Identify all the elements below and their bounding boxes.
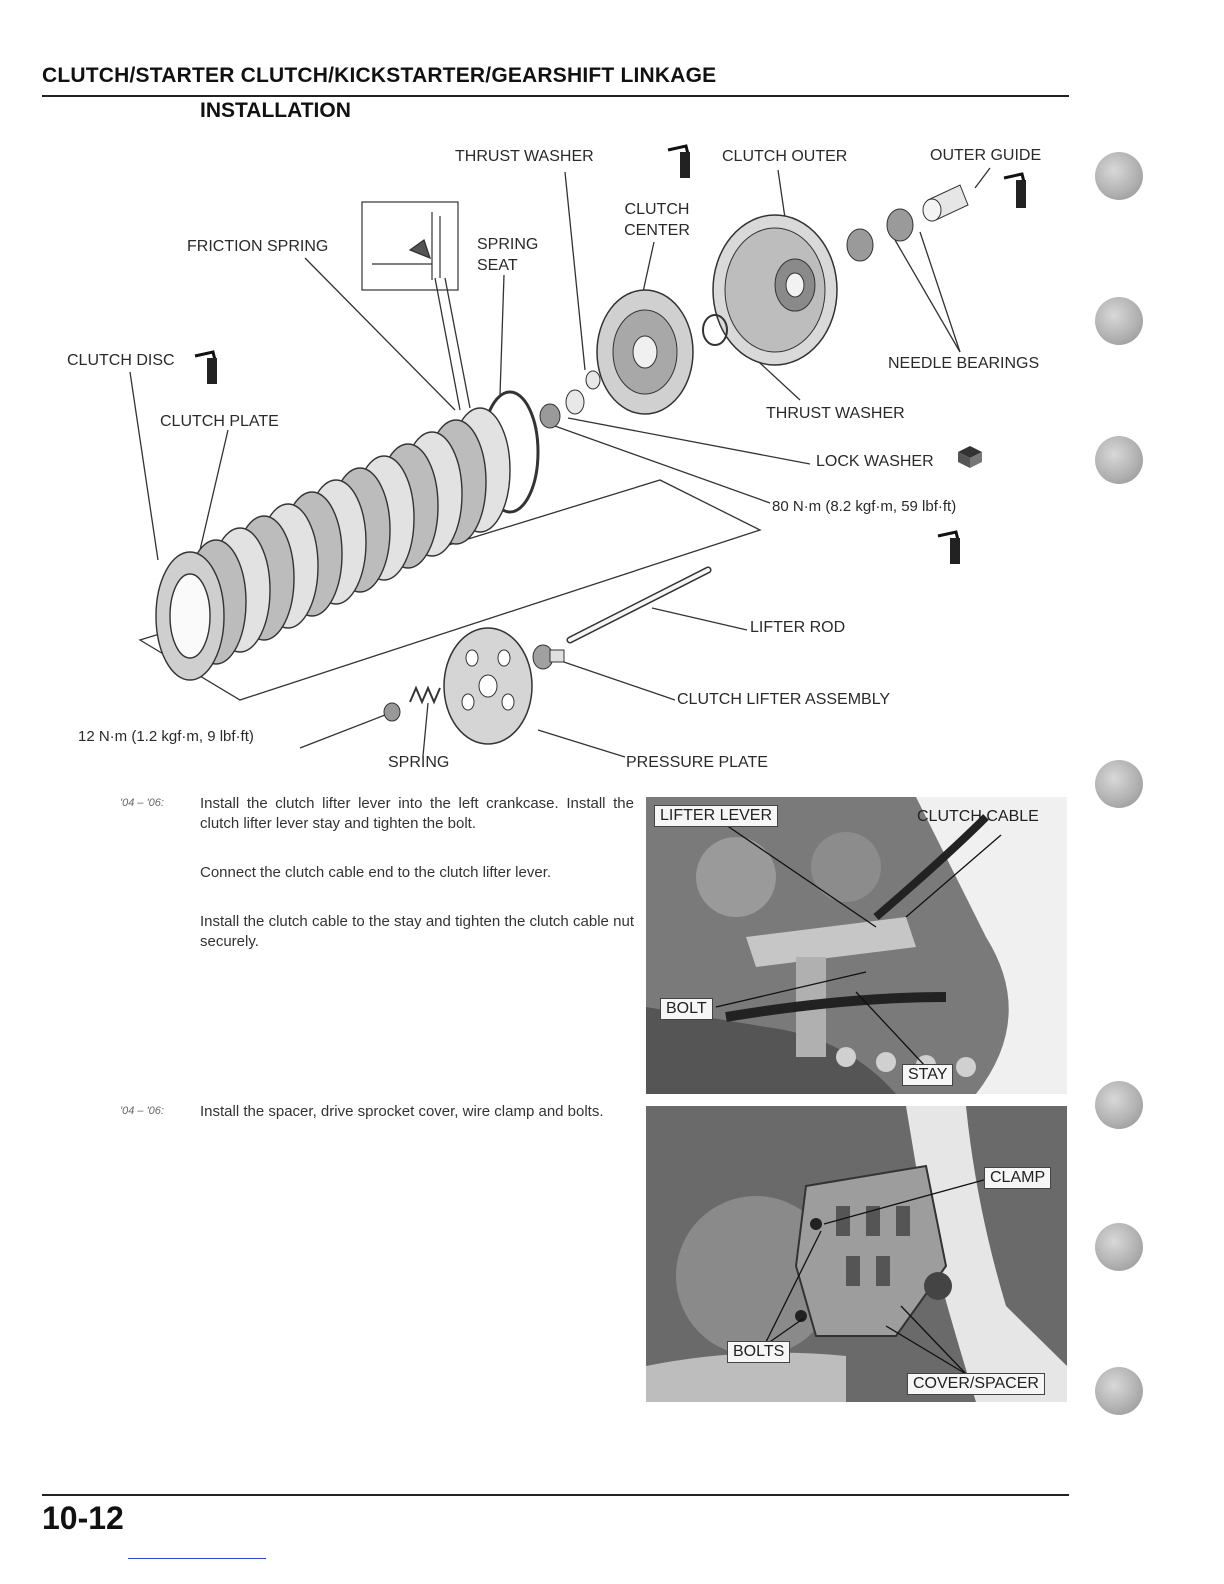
label-lifter-rod: LIFTER ROD <box>750 619 846 636</box>
photo-sprocket-cover: CLAMP BOLTS COVER/SPACER <box>646 1106 1067 1402</box>
thrust-washer-part <box>702 314 728 346</box>
label-lock-washer: LOCK WASHER <box>816 453 934 470</box>
model-year-note: '04 – '06: <box>120 797 164 809</box>
section-tab-dot <box>1095 1081 1143 1129</box>
lock-washer-part <box>565 389 585 415</box>
clutch-outer-part <box>712 214 838 366</box>
label-friction-spring: FRICTION SPRING <box>187 238 329 255</box>
label-spring: SPRING <box>388 754 450 771</box>
label-torque-12: 12 N·m (1.2 kgf·m, 9 lbf·ft) <box>78 728 254 745</box>
oil-icon <box>667 144 690 178</box>
page-number: 10-12 <box>42 1500 124 1536</box>
model-year-note: '04 – '06: <box>120 1105 164 1117</box>
bottom-link-underline[interactable] <box>128 1558 266 1559</box>
photo-label-lifter-lever: LIFTER LEVER <box>654 805 779 827</box>
oil-icon <box>937 530 960 564</box>
header-rule <box>42 95 1069 97</box>
label-clutch-lifter-assembly: CLUTCH LIFTER ASSEMBLY <box>677 691 891 708</box>
photo-label-clutch-cable: CLUTCH CABLE <box>917 808 1039 825</box>
label-clutch-center: CLUTCH CENTER <box>624 201 690 239</box>
instruction-paragraph: Install the clutch cable to the stay and… <box>200 913 634 950</box>
label-torque-80: 80 N·m (8.2 kgf·m, 59 lbf·ft) <box>772 498 957 515</box>
photo-lifter-lever: LIFTER LEVER CLUTCH CABLE BOLT STAY <box>646 797 1067 1094</box>
label-clutch-outer: CLUTCH OUTER <box>722 148 848 165</box>
clutch-center-part <box>596 289 694 415</box>
label-thrust-washer-mid: THRUST WASHER <box>766 405 905 422</box>
photo-label-cover-spacer: COVER/SPACER <box>907 1373 1045 1395</box>
section-tab-dot <box>1095 1223 1143 1271</box>
pressure-plate-part <box>443 627 533 745</box>
spring-washer-part <box>585 370 601 390</box>
photo-label-bolt: BOLT <box>660 998 713 1020</box>
section-tab-dot <box>1095 1367 1143 1415</box>
section-tab-dot <box>1095 297 1143 345</box>
section-title: INSTALLATION <box>200 99 351 122</box>
oil-icon <box>1003 172 1026 208</box>
photo-label-clamp: CLAMP <box>984 1167 1052 1189</box>
section-tab-dot <box>1095 436 1143 484</box>
clutch-exploded-diagram <box>129 144 1026 758</box>
outer-guide-part <box>922 184 969 222</box>
chapter-title: CLUTCH/STARTER CLUTCH/KICKSTARTER/GEARSH… <box>42 64 717 87</box>
section-tab-dot <box>1095 760 1143 808</box>
label-clutch-plate: CLUTCH PLATE <box>160 413 279 430</box>
label-clutch-disc: CLUTCH DISC <box>67 352 175 369</box>
photo-label-stay: STAY <box>902 1064 954 1086</box>
lifter-bolt-part <box>383 702 401 722</box>
new-part-icon <box>958 446 982 468</box>
instruction-paragraph: Install the spacer, drive sprocket cover… <box>200 1103 604 1120</box>
spring-part <box>409 685 441 705</box>
clutch-disc-plate-stack <box>155 407 511 681</box>
clutch-lifter-assembly-part <box>532 644 565 670</box>
label-pressure-plate: PRESSURE PLATE <box>626 754 768 771</box>
label-outer-guide: OUTER GUIDE <box>930 147 1042 164</box>
label-spring-seat: SPRING SEAT <box>477 236 539 274</box>
label-thrust-washer-top: THRUST WASHER <box>455 148 594 165</box>
photo-label-bolts: BOLTS <box>727 1341 791 1363</box>
section-tab-dot <box>1095 152 1143 200</box>
needle-bearings-part <box>846 208 914 262</box>
footer-rule <box>42 1494 1069 1496</box>
label-needle-bearings: NEEDLE BEARINGS <box>888 355 1040 372</box>
lock-nut-part <box>539 403 561 429</box>
oil-icon <box>194 350 217 384</box>
instruction-paragraph: Install the clutch lifter lever into the… <box>200 795 634 832</box>
instruction-paragraph: Connect the clutch cable end to the clut… <box>200 864 552 881</box>
assembly-plane <box>138 479 762 701</box>
